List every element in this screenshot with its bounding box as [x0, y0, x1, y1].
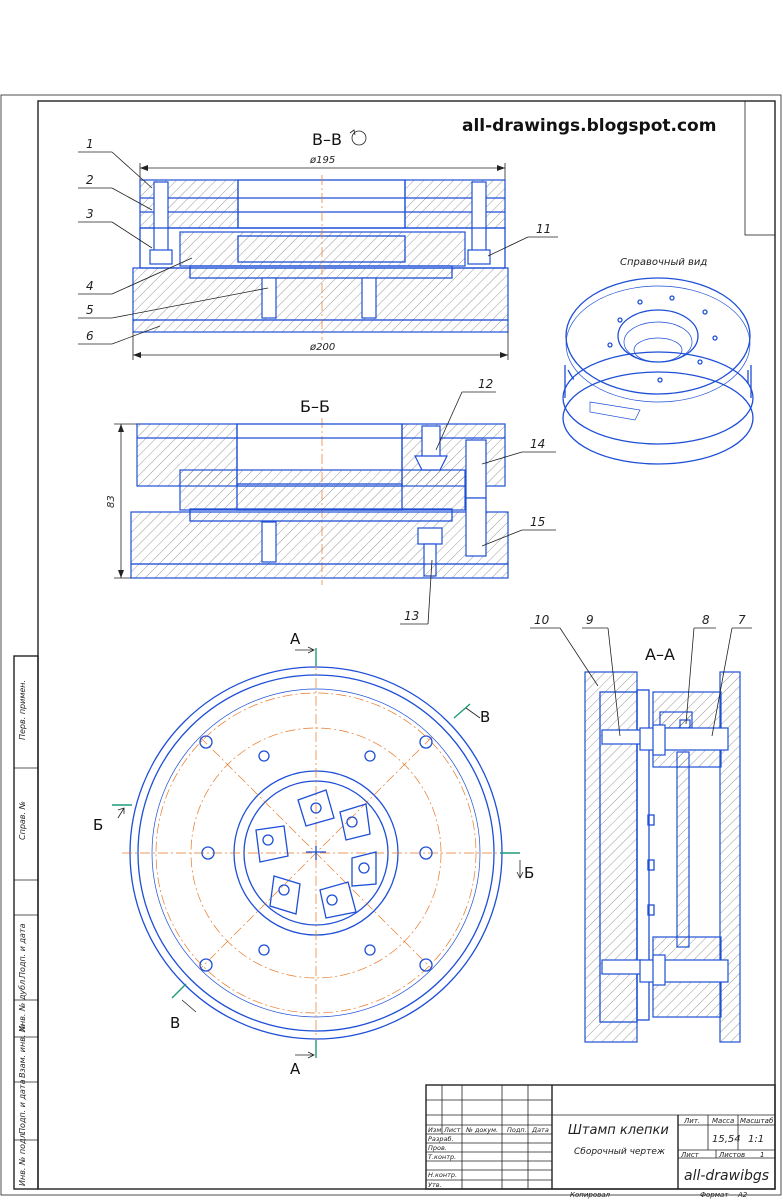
cut-a-bottom: А	[290, 1060, 301, 1078]
callout-8: 8	[702, 613, 710, 627]
tb-org: all-drawibgs	[684, 1168, 769, 1184]
tb-role-3: Н.контр.	[428, 1171, 457, 1179]
callout-11: 11	[536, 222, 551, 236]
tb-scale-label: Масштаб	[740, 1117, 774, 1125]
side-stamp-2: Подп. и дата	[18, 923, 27, 978]
cut-b-right: Б	[524, 864, 534, 882]
cut-v-bottom: В	[170, 1014, 180, 1032]
title-block: Изм Лист № докум. Подп. Дата Разраб. Про…	[425, 1084, 776, 1199]
tb-role-4: Утв.	[428, 1181, 442, 1189]
section-bb: Б–Б 83 12 13 14 15	[106, 377, 556, 625]
section-aa: А–А 10 9 8 7	[530, 613, 752, 1043]
callout-1: 1	[86, 137, 94, 151]
tb-mass: 15,54	[712, 1134, 741, 1145]
plan-view: А А Б Б В В	[93, 630, 534, 1078]
cut-a-top: А	[290, 630, 301, 648]
tb-hdr-list: Лист	[443, 1126, 461, 1134]
section-bb-label: Б–Б	[300, 397, 330, 416]
side-stamp-4: Взам. инв. №	[18, 1024, 27, 1078]
tb-title: Штамп клепки	[568, 1123, 669, 1138]
side-stamp-6: Инв. № подл.	[18, 1131, 27, 1186]
callout-15: 15	[530, 515, 545, 529]
tb-hdr-date: Дата	[531, 1126, 549, 1134]
tb-sheets-label: Листов	[718, 1151, 745, 1159]
callout-14: 14	[530, 437, 545, 451]
callout-10: 10	[534, 613, 550, 627]
rotation-icon	[351, 130, 367, 146]
tb-role-0: Разраб.	[428, 1135, 454, 1143]
cut-b-left: Б	[93, 816, 103, 834]
callout-9: 9	[586, 613, 594, 627]
tb-role-2: Т.контр.	[428, 1153, 456, 1161]
section-aa-label: А–А	[645, 645, 675, 664]
side-stamp-3: Инв. № дубл.	[18, 977, 27, 1032]
tb-hdr-izm: Изм	[428, 1126, 441, 1134]
iso-label: Справочный вид	[620, 257, 707, 268]
side-stamp-5: Подп. и дата	[18, 1079, 27, 1134]
section-vv-label: В–В	[312, 130, 342, 149]
callout-6: 6	[86, 329, 94, 343]
inner-frame	[37, 100, 776, 1190]
outer-frame	[0, 94, 782, 1196]
dim-d200: ø200	[309, 342, 335, 353]
dim-83: 83	[106, 495, 117, 508]
tb-scale: 1:1	[748, 1134, 764, 1145]
callout-7: 7	[738, 613, 746, 627]
tb-hdr-doc: № докум.	[465, 1126, 498, 1134]
tb-subtitle: Сборочный чертеж	[574, 1147, 666, 1157]
tb-lit-label: Лит.	[683, 1117, 700, 1125]
cut-v-top: В	[480, 708, 490, 726]
callout-5: 5	[86, 303, 94, 317]
callout-3: 3	[86, 207, 94, 221]
callout-4: 4	[86, 279, 94, 293]
rotation-arrow	[349, 129, 356, 136]
side-stamp-0: Перв. примен.	[18, 680, 27, 740]
tb-hdr-sign: Подп.	[507, 1126, 527, 1134]
tb-format: A2	[737, 1191, 748, 1199]
callout-2: 2	[86, 173, 94, 187]
dim-d195: ø195	[309, 155, 335, 166]
side-stamp-1: Справ. №	[18, 801, 27, 840]
tb-mass-label: Масса	[712, 1117, 734, 1125]
callout-13: 13	[404, 609, 419, 623]
tb-sheet-label: Лист	[680, 1151, 700, 1159]
watermark-text: all-drawings.blogspot.com	[462, 116, 716, 136]
corner-stamp	[744, 100, 776, 236]
callout-12: 12	[478, 377, 493, 391]
tb-copied: Копировал	[570, 1191, 611, 1199]
tb-sheets: 1	[760, 1151, 764, 1159]
section-vv: В–В ø195 ø200	[78, 129, 558, 360]
tb-role-1: Пров.	[428, 1144, 447, 1152]
iso-view: Справочный вид	[562, 257, 754, 465]
side-stamp: Перв. примен. Справ. № Подп. и дата Инв.…	[13, 655, 39, 1190]
tb-format-label: Формат	[700, 1191, 729, 1199]
